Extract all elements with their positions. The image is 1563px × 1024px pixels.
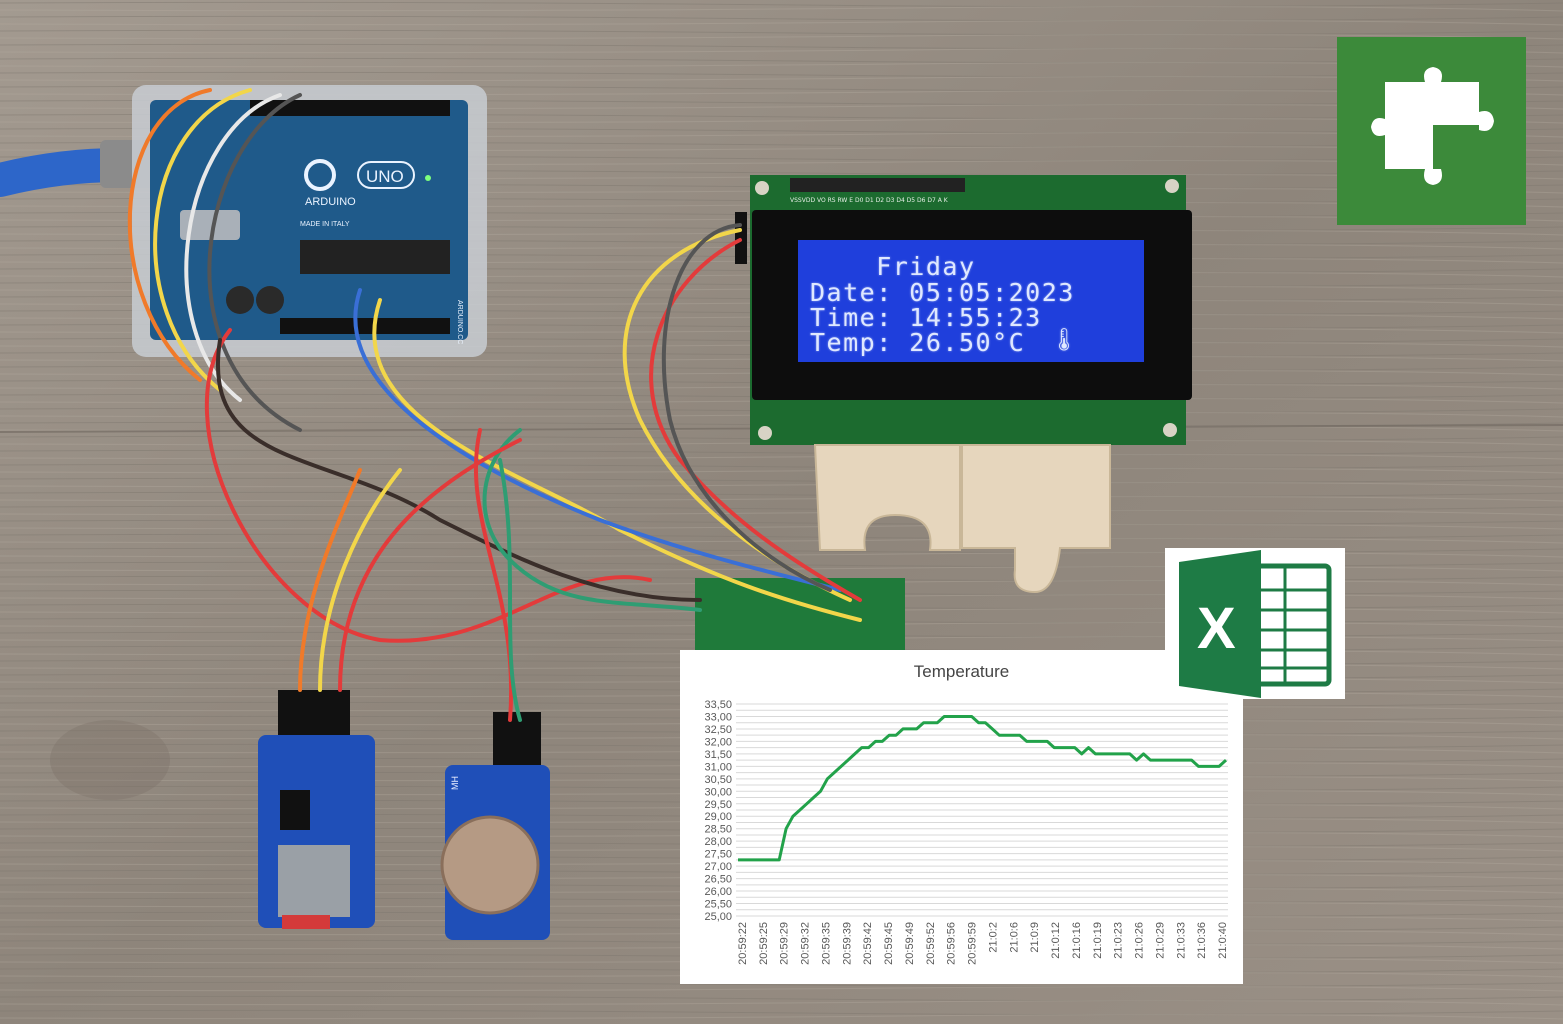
lcd-line-date: Date: 05:05:2023 bbox=[810, 278, 1075, 307]
coin-battery bbox=[440, 815, 540, 915]
x-tick-label: 20:59:59 bbox=[967, 922, 979, 965]
digital-header bbox=[250, 100, 450, 116]
x-tick-label: 20:59:32 bbox=[800, 922, 812, 965]
x-tick-label: 21:0:16 bbox=[1071, 922, 1083, 959]
rtc-label: MH bbox=[450, 776, 460, 790]
y-tick-label: 27,00 bbox=[704, 861, 732, 873]
x-tick-label: 20:59:52 bbox=[925, 922, 937, 965]
puzzle-icon bbox=[1371, 67, 1494, 185]
y-tick-label: 31,50 bbox=[704, 749, 732, 761]
y-tick-label: 29,00 bbox=[704, 811, 732, 823]
arduino-model: UNO bbox=[366, 167, 404, 186]
arduino-made-in: MADE IN ITALY bbox=[300, 221, 350, 228]
thermometer-icon: 🌡 bbox=[1050, 328, 1080, 353]
y-tick-label: 32,50 bbox=[704, 724, 732, 736]
excel-letter: X bbox=[1197, 596, 1236, 661]
x-tick-label: 21:0:9 bbox=[1029, 922, 1041, 953]
x-tick-label: 21:0:36 bbox=[1196, 922, 1208, 959]
arduino-pcb bbox=[150, 100, 468, 340]
y-tick-label: 29,50 bbox=[704, 799, 732, 811]
x-tick-label: 21:0:19 bbox=[1092, 922, 1104, 959]
x-tick-label: 21:0:12 bbox=[1050, 922, 1062, 959]
chart-title: Temperature bbox=[913, 662, 1010, 681]
chart-canvas: 25,0025,5026,0026,5027,0027,5028,0028,50… bbox=[704, 699, 1229, 965]
x-tick-label: 20:59:22 bbox=[737, 922, 749, 965]
x-tick-label: 20:59:45 bbox=[883, 922, 895, 965]
arduino-brand: ARDUINO bbox=[305, 196, 356, 208]
x-tick-label: 21:0:23 bbox=[1113, 922, 1125, 959]
x-tick-label: 21:0:40 bbox=[1217, 922, 1229, 959]
y-tick-label: 31,00 bbox=[704, 761, 732, 773]
excel-icon: X bbox=[1179, 550, 1332, 698]
x-tick-label: 20:59:49 bbox=[904, 922, 916, 965]
wooden-puzzle-stand bbox=[813, 444, 1111, 594]
x-tick-label: 21:0:26 bbox=[1134, 922, 1146, 959]
y-tick-label: 26,50 bbox=[704, 874, 732, 886]
y-tick-label: 30,00 bbox=[704, 786, 732, 798]
y-tick-label: 32,00 bbox=[704, 736, 732, 748]
lcd-module: VSSVDD VO RS RW E D0 D1 D2 D3 D4 D5 D6 D… bbox=[735, 175, 1192, 445]
y-tick-label: 28,50 bbox=[704, 824, 732, 836]
x-tick-label: 20:59:42 bbox=[862, 922, 874, 965]
x-tick-label: 20:59:39 bbox=[841, 922, 853, 965]
wood-knot bbox=[50, 720, 170, 800]
atmega-chip bbox=[300, 240, 450, 274]
x-tick-label: 20:59:25 bbox=[758, 922, 770, 965]
lcd-pin-header bbox=[790, 178, 965, 192]
sd-card-module bbox=[258, 690, 375, 929]
lcd-screen bbox=[798, 240, 1144, 362]
puzzle-badge bbox=[1337, 37, 1526, 225]
lcd-line-time: Time: 14:55:23 bbox=[810, 303, 1042, 332]
arduino-uno-board: ARDUINO UNO MADE IN ITALY ARDUINO.CC bbox=[132, 85, 487, 357]
excel-badge: X bbox=[1165, 548, 1345, 699]
y-tick-label: 33,00 bbox=[704, 711, 732, 723]
x-tick-label: 20:59:56 bbox=[946, 922, 958, 965]
arduino-site: ARDUINO.CC bbox=[456, 300, 463, 344]
x-tick-label: 21:0:6 bbox=[1008, 922, 1020, 953]
i2c-backpack-header bbox=[735, 212, 747, 264]
y-tick-label: 33,50 bbox=[704, 699, 732, 711]
jumper-wires bbox=[127, 88, 862, 722]
y-tick-label: 25,50 bbox=[704, 899, 732, 911]
temperature-series-line bbox=[738, 715, 1228, 862]
lcd-line-day: Friday bbox=[810, 252, 976, 281]
y-tick-label: 27,50 bbox=[704, 849, 732, 861]
mini-breadboard bbox=[695, 578, 905, 652]
lcd-pin-labels: VSSVDD VO RS RW E D0 D1 D2 D3 D4 D5 D6 D… bbox=[790, 197, 949, 204]
analog-header bbox=[280, 318, 450, 334]
y-tick-label: 25,00 bbox=[704, 911, 732, 923]
x-tick-label: 21:0:33 bbox=[1175, 922, 1187, 959]
y-tick-label: 26,00 bbox=[704, 886, 732, 898]
y-tick-label: 28,00 bbox=[704, 836, 732, 848]
x-tick-label: 21:0:29 bbox=[1154, 922, 1166, 959]
x-tick-label: 20:59:29 bbox=[779, 922, 791, 965]
x-tick-label: 20:59:35 bbox=[820, 922, 832, 965]
rtc-module: MH bbox=[440, 712, 550, 940]
x-tick-label: 21:0:2 bbox=[987, 922, 999, 953]
y-tick-label: 30,50 bbox=[704, 774, 732, 786]
lcd-line-temp: Temp: 26.50°C bbox=[810, 328, 1026, 357]
